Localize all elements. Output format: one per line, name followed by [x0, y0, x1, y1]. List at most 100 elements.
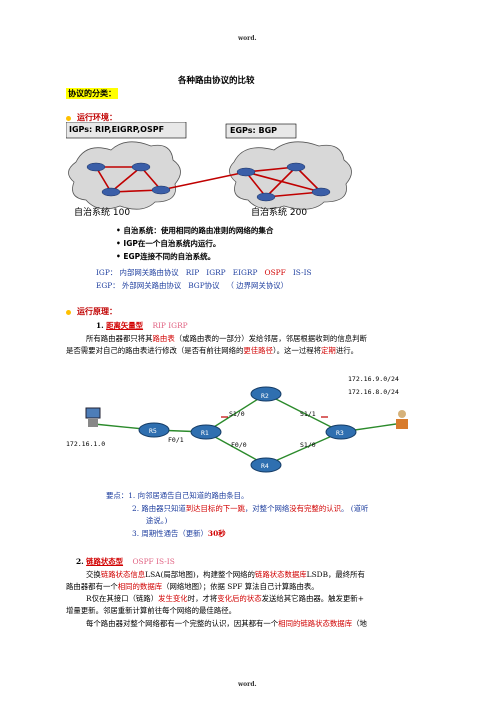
ls-text: LSA(局部地图)，构建整个网络的 — [145, 570, 255, 579]
ls-text: 增量更新。邻居重新计算前往每个网络的最佳路径。 — [66, 606, 236, 615]
dv-text: ）。这一过程将 — [272, 346, 322, 355]
egp-label: EGPs: BGP — [230, 126, 278, 135]
ls-text: R仅在其接口（链路） — [86, 594, 159, 603]
ls-para-3: R仅在其接口（链路）发生变化时，才将变化后的状态发送给其它路由器。触发更新+ — [86, 593, 364, 604]
points-text: 途说。) — [146, 516, 168, 525]
points-line-1: 要点：1. 向邻居通告自己知道的路由条目。 — [106, 490, 248, 501]
dv-text: 是否需要对自己的路由表进行修改（是否有前往网络的 — [66, 346, 244, 355]
ls-text: （地 — [352, 619, 367, 628]
ls-text: （网络地图）；依据 SPF 算法自己计算路由表。 — [162, 582, 319, 591]
bullet-principle: 运行原理： — [66, 306, 117, 317]
dv-para-2: 是否需要对自己的路由表进行修改（是否有前往网络的更佳路径）。这一过程将定期进行。 — [66, 345, 358, 356]
points-text: 1. 向邻居通告自己知道的路由条目。 — [128, 491, 249, 500]
dv-text-hl: 定期 — [321, 346, 336, 355]
ls-text: 每个路由器对整个网络都有一个完整的认识，因其都有一个 — [86, 619, 279, 628]
proto-eigrp: EIGRP — [232, 268, 258, 277]
as-note-2: • IGP在一个自治系统内运行。 — [116, 239, 221, 248]
iface-s1-1: S1/1 — [300, 410, 316, 418]
points-line-2: 2. 路由器只知道到达目标的下一跳，对整个网络没有完整的认识。 (道听 — [132, 503, 368, 514]
points-line-3: 3. 周期性通告（更新）30秒 — [132, 528, 226, 539]
page-header: word. — [238, 35, 257, 42]
points-text: ，对整个网络 — [244, 504, 290, 513]
points-text-hl: 没有完整的认识 — [289, 504, 341, 513]
proto-rip: RIP — [185, 268, 200, 277]
iface-s1-0-b: S1/0 — [300, 441, 316, 449]
ls-text-hl: 相同的链路状态数据库 — [278, 619, 353, 628]
router-icons — [138, 386, 357, 473]
ls-text-hl: 相同的数据库 — [117, 582, 163, 591]
egp-line-note: （ 边界网关协议） — [226, 281, 289, 290]
dv-para-1: 所有路由器都只将其路由表（或路由表的一部分）发给邻居，邻居根据收到的信息判断 — [86, 333, 367, 344]
bullet-dot-icon — [66, 309, 71, 315]
egp-line-label: EGP： — [96, 281, 120, 290]
dv-text-hl: 路由表 — [152, 334, 175, 343]
host-icons — [85, 407, 408, 429]
ls-title: 链路状态型 — [86, 557, 124, 566]
page-footer: word. — [238, 681, 257, 688]
as200-label: 自治系统 200 — [251, 208, 308, 218]
dv-text: （或路由表的一部分）发给邻居，邻居根据收到的信息判断 — [174, 334, 367, 343]
proto-isis: IS-IS — [292, 268, 312, 277]
proto-ospf: OSPF — [264, 268, 286, 277]
ls-num: 2. — [76, 557, 84, 566]
net-172-16-9: 172.16.9.0/24 — [348, 375, 399, 383]
as-note-1: • 自治系统：使用相同的路由准则的网络的集合 — [116, 226, 274, 235]
ls-text-hl: 链路状态信息 — [100, 570, 146, 579]
egp-line: EGP： 外部网关路由协议 BGP协议 （ 边界网关协议） — [96, 280, 288, 291]
net-172-16-1: 172.16.1.0 — [66, 440, 106, 448]
ls-text: LSDB，最终所有 — [306, 570, 365, 579]
dv-heading: 1. 距离矢量型 RIP IGRP — [96, 320, 188, 331]
router-diagram-svg — [85, 386, 408, 473]
net-172-16-8: 172.16.8.0/24 — [348, 388, 399, 396]
dv-text: 所有路由器都只将其 — [86, 334, 153, 343]
as-diagram-svg — [65, 121, 366, 267]
ls-text: 路由器都有一个 — [66, 582, 118, 591]
doc-title: 各种路由协议的比较 — [178, 76, 255, 86]
bullet-environment: 运行环境： — [66, 112, 117, 123]
points-text-hl: 到达目标的下一跳 — [185, 504, 245, 513]
ls-text: 交换 — [86, 570, 101, 579]
dv-protos: RIP IGRP — [152, 321, 188, 330]
bullet-label: 运行原理： — [77, 306, 117, 316]
ls-para-5: 每个路由器对整个网络都有一个完整的认识，因其都有一个相同的链路状态数据库（地 — [86, 618, 367, 629]
ls-heading: 2. 链路状态型 OSPF IS-IS — [76, 556, 175, 567]
ls-protos: OSPF IS-IS — [132, 557, 175, 566]
router-r1: R1 — [201, 429, 209, 437]
iface-f0-1: F0/1 — [168, 436, 184, 444]
ls-text-hl: 发生变化 — [158, 594, 188, 603]
points-text: 2. 路由器只知道 — [132, 504, 186, 513]
egp-line-desc: 外部网关路由协议 — [122, 281, 182, 290]
points-line-2b: 途说。) — [146, 515, 167, 526]
ls-text: 发送给其它路由器。触发更新+ — [261, 594, 364, 603]
bullet-dot-icon — [66, 115, 71, 121]
router-r4: R4 — [261, 462, 269, 470]
ls-text: 时，才将 — [187, 594, 218, 603]
dv-text-hl: 更佳路径 — [243, 346, 273, 355]
dv-title: 距离矢量型 — [106, 321, 144, 330]
igp-line-desc: 内部网关路由协议 — [119, 268, 179, 277]
points-text: 3. 周期性通告（更新） — [132, 529, 208, 538]
dv-text: 进行。 — [335, 346, 358, 355]
router-diagram: R2 R1 R3 R5 R4 S1/0 S1/1 F0/1 F0/0 S1/0 … — [66, 372, 426, 480]
igp-line-label: IGP： — [96, 268, 118, 277]
router-r3: R3 — [336, 429, 344, 437]
points-text: 。 (道听 — [341, 504, 369, 513]
points-text-hl: 30秒 — [207, 529, 226, 538]
ls-para-2: 路由器都有一个相同的数据库（网络地图）；依据 SPF 算法自己计算路由表。 — [66, 581, 319, 592]
ls-text-hl: 变化后的状态 — [217, 594, 262, 603]
ls-para-1: 交换链路状态信息LSA(局部地图)，构建整个网络的链路状态数据库LSDB，最终所… — [86, 569, 365, 580]
ls-para-4: 增量更新。邻居重新计算前往每个网络的最佳路径。 — [66, 605, 236, 616]
as100-label: 自治系统 100 — [74, 208, 131, 218]
as-diagram: IGPs: RIP,EIGRP,OSPF EGPs: BGP 自治系统 100 … — [65, 121, 366, 267]
igp-line: IGP： 内部网关路由协议 RIP IGRP EIGRP OSPF IS-IS — [96, 267, 312, 278]
as100-cloud — [68, 141, 181, 210]
router-r5: R5 — [149, 427, 157, 435]
as-note-3: • EGP连接不同的自治系统。 — [116, 252, 216, 261]
proto-bgp: BGP协议 — [188, 281, 220, 290]
dv-num: 1. — [96, 321, 104, 330]
points-label: 要点： — [106, 491, 129, 500]
proto-igrp: IGRP — [206, 268, 226, 277]
igp-label: IGPs: RIP,EIGRP,OSPF — [69, 125, 165, 134]
bullet-label: 运行环境： — [77, 112, 117, 122]
iface-s1-0: S1/0 — [229, 410, 245, 418]
